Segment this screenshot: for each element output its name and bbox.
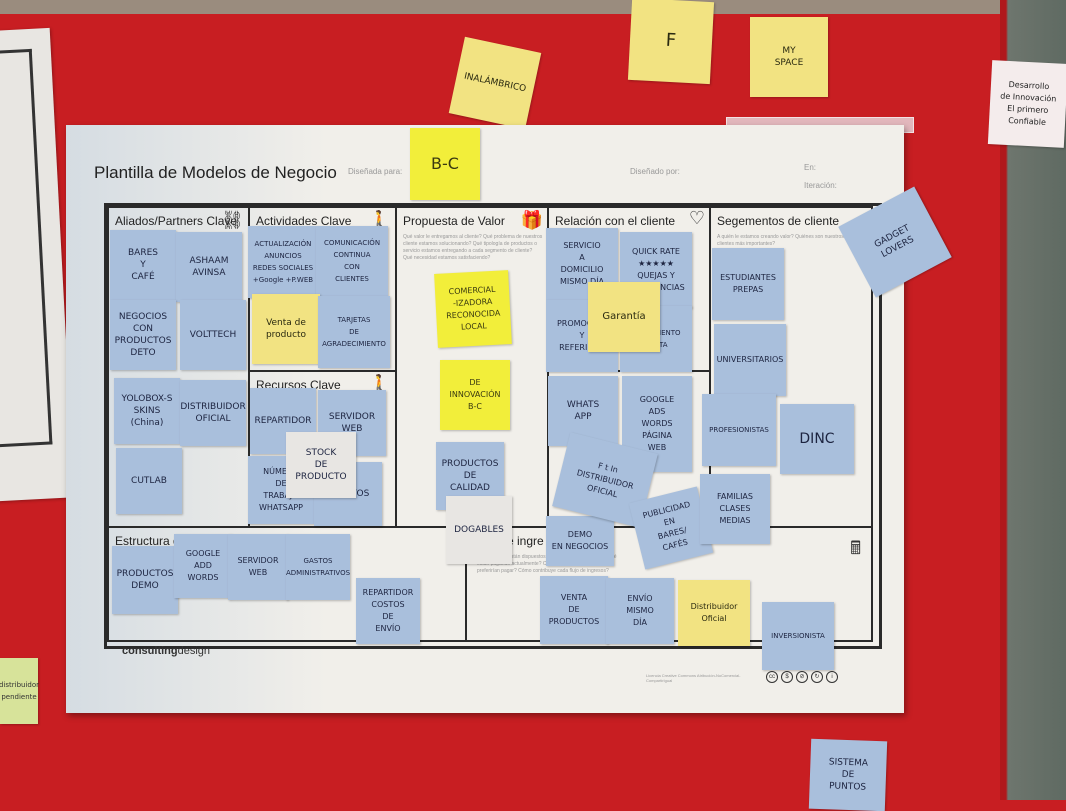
cash-register-icon: 🖩 <box>850 538 861 558</box>
wall-top <box>0 0 1066 14</box>
note-cost: GOOGLE ADD WORDS <box>174 534 232 598</box>
note-partner: YOLOBOX-S SKINS (China) <box>114 378 180 444</box>
note-channel: DEMO EN NEGOCIOS <box>546 516 614 566</box>
note-value: COMERCIAL -IZADORA RECONOCIDA LOCAL <box>434 270 512 348</box>
section-title-segments: Segementos de cliente <box>717 214 840 228</box>
note-partner: NEGOCIOS CON PRODUCTOS DETO <box>110 300 176 370</box>
note-activity: Venta de producto <box>252 294 320 364</box>
section-title-costs: Estructura d <box>115 534 180 548</box>
note-relationship: SERVICIO A DOMICILIO MISMO DÍA <box>546 228 618 300</box>
date-label: En: <box>804 163 817 172</box>
note-board-desarrollo: Desarrollo de Innovación El primero Conf… <box>987 60 1066 148</box>
note-board-distribuidor-pendiente: distribuidor pendiente <box>0 658 39 724</box>
note-board-f: F <box>627 0 715 85</box>
designed-by-label: Diseñado por: <box>630 167 680 176</box>
note-designed-for: B-C <box>410 128 480 200</box>
brand-suffix: design <box>177 645 211 657</box>
note-board-inalambrico: INALÁMBRICO <box>448 36 542 130</box>
section-title-relationship: Relación con el cliente <box>555 214 676 228</box>
license-text: Licencia Creative Commons Atribución-NoC… <box>646 673 741 683</box>
note-partner: CUTLAB <box>116 448 182 514</box>
chain-link-icon: ⛓ <box>221 210 244 230</box>
note-partner: BARES Y CAFÉ <box>110 230 176 300</box>
note-cost: GASTOS ADMINISTRATIVOS <box>286 534 350 600</box>
note-cost: REPARTIDOR COSTOS DE ENVÍO <box>356 578 420 644</box>
note-segment: DINC <box>780 404 854 474</box>
note-relationship: Garantía <box>588 282 660 352</box>
note-cost: PRODUCTOS DEMO <box>112 546 178 614</box>
note-partner: ASHAAM AVINSA <box>176 232 242 302</box>
nc-icon: ⊘ <box>796 671 808 683</box>
note-segment: UNIVERSITARIOS <box>714 324 786 396</box>
note-activity: COMUNICACIÓN CONTINUA CON CLIENTES <box>316 226 388 296</box>
note-board-sistema-puntos: SISTEMA DE PUNTOS <box>808 738 888 811</box>
note-cost: SERVIDOR WEB <box>228 534 288 600</box>
section-title-activities: Actividades Clave <box>256 214 352 228</box>
section-subtext-segments: A quién le estamos creando valor? Quiéne… <box>717 234 844 247</box>
by-icon: $ <box>781 671 793 683</box>
info-icon: i <box>826 671 838 683</box>
iteration-label: Iteración: <box>804 181 837 190</box>
license-icons: cc $ ⊘ ↻ i <box>766 671 838 683</box>
consulting-design-logo: consultingdesign <box>122 645 210 657</box>
note-partner: VOLTTECH <box>180 300 246 370</box>
note-resource: STOCK DE PRODUCTO <box>286 432 356 498</box>
note-activity: TARJETAS DE AGRADECIMIENTO <box>318 296 390 368</box>
note-revenue: INVERSIONISTA <box>762 602 834 670</box>
note-activity: ACTUALIZACIÓN ANUNCIOS REDES SOCIALES +G… <box>248 226 318 298</box>
note-revenue: ENVÍO MISMO DÍA <box>606 578 674 644</box>
note-revenue: VENTA DE PRODUCTOS <box>540 576 608 644</box>
heart-icon: ♡ <box>688 208 705 228</box>
left-poster-edge <box>0 27 75 503</box>
note-value: DOGABLES <box>446 496 512 564</box>
left-poster-frame <box>0 48 53 448</box>
section-title-partners: Aliados/Partners Clave <box>115 214 238 228</box>
gift-icon: 🎁 <box>520 210 543 230</box>
poster-title: Plantilla de Modelos de Negocio <box>94 163 337 182</box>
cc-icon: cc <box>766 671 778 683</box>
note-value: DE INNOVACIÓN B-C <box>440 360 510 430</box>
canvas-grid: Aliados/Partners Clave ⛓ Actividades Cla… <box>104 203 882 649</box>
note-channel: WHATS APP <box>548 376 618 446</box>
brand-prefix: consulting <box>122 645 178 657</box>
note-board-myspace: MY SPACE <box>750 17 828 97</box>
note-segment: FAMILIAS CLASES MEDIAS <box>700 474 770 544</box>
worker-icon: 🚶 <box>368 374 391 394</box>
note-revenue: Distribuidor Oficial <box>678 580 750 646</box>
section-title-revenue: e ingre <box>507 534 544 548</box>
designed-for-label: Diseñada para: <box>348 167 403 176</box>
worker-icon: 🚶 <box>368 210 391 230</box>
note-segment: ESTUDIANTES PREPAS <box>712 248 784 320</box>
note-partner: DISTRIBUIDOR OFICIAL <box>180 380 246 446</box>
section-title-value: Propuesta de Valor <box>403 214 505 228</box>
sa-icon: ↻ <box>811 671 823 683</box>
note-segment: PROFESIONISTAS <box>702 394 776 466</box>
section-subtext-value: Qué valor le entregamos al cliente? Qué … <box>403 234 543 261</box>
